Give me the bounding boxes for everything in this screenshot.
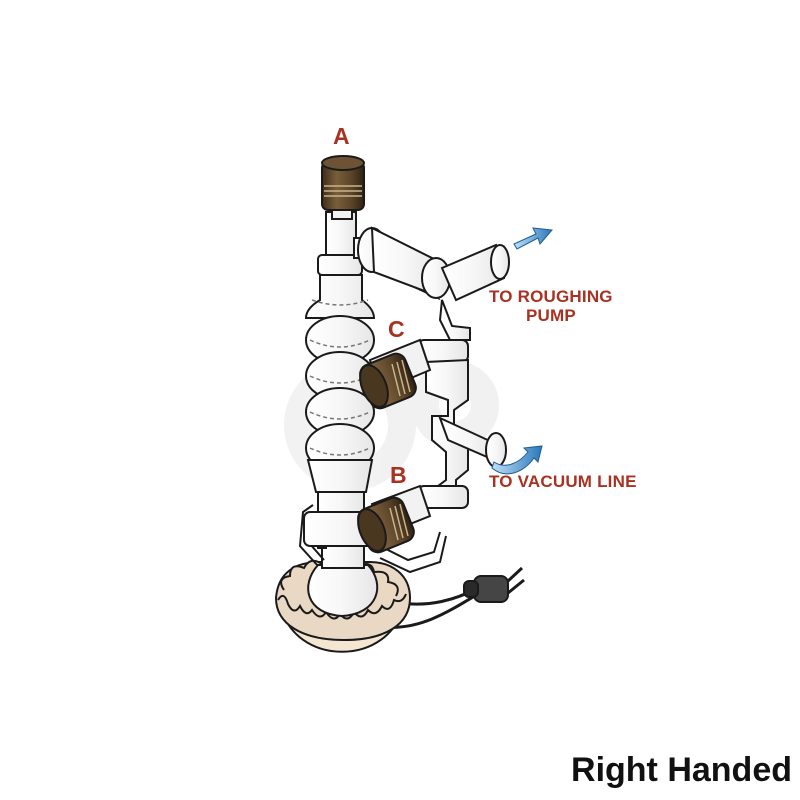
stopcock-b-ridges (389, 503, 409, 541)
stopcock-a-ridges (324, 185, 362, 197)
roughing-pump-label-line2: PUMP (526, 306, 576, 325)
stopcock-a-label: A (333, 123, 350, 149)
vacuum-line-arrow-icon (491, 445, 543, 475)
stopcock-c-ridges (391, 359, 411, 397)
power-cord-and-plug (384, 566, 525, 629)
roughing-pump-label-line1: TO ROUGHING (489, 287, 613, 306)
vacuum-line-label: TO VACUUM LINE (489, 472, 637, 491)
stopcock-c (359, 338, 432, 410)
diagram-caption: Right Handed (571, 751, 792, 789)
stopcock-b-label: B (390, 462, 407, 488)
distillation-column (303, 211, 381, 549)
stopcock-a (321, 155, 365, 220)
manifold-tubing (417, 339, 507, 509)
boiling-flask (307, 543, 379, 618)
roughing-pump-condenser (353, 226, 510, 341)
roughing-pump-arrow-icon (513, 227, 553, 250)
stopcock-c-label: C (388, 316, 405, 342)
